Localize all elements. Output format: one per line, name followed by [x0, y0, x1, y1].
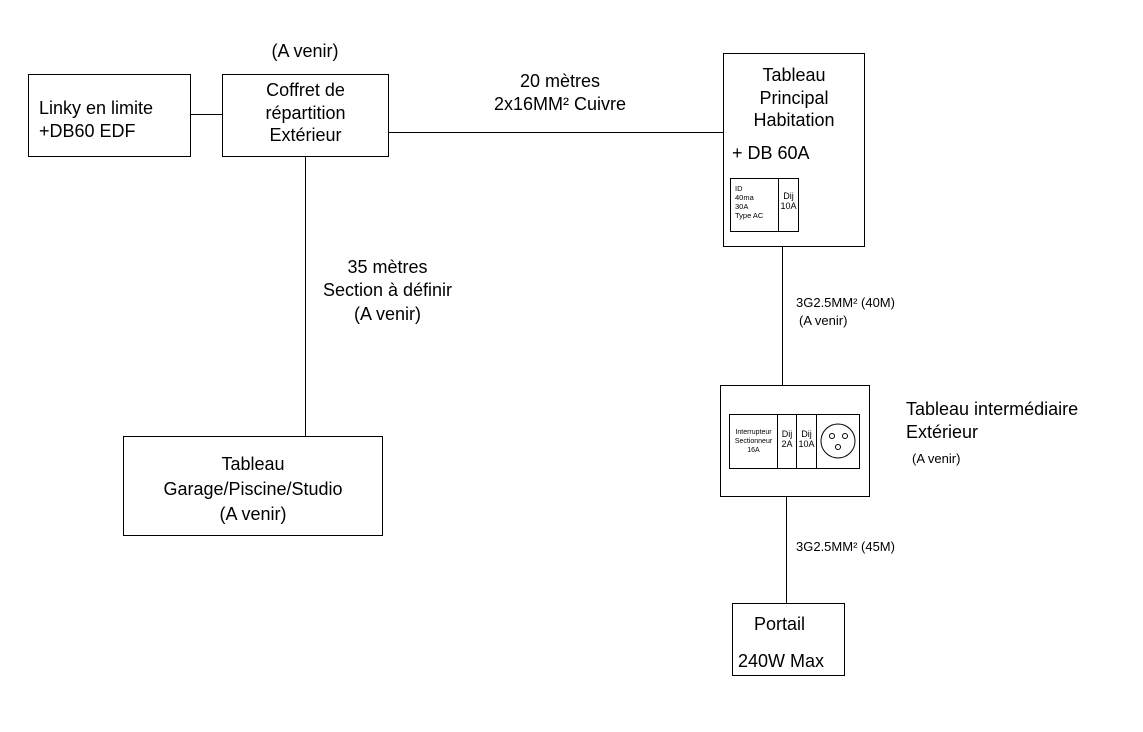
link-linky-coffret	[190, 114, 223, 115]
tableau-intermediaire-box: Interrupteur Sectionneur 16A Dij 2A Dij …	[720, 385, 870, 497]
module-id-line2: 40ma	[735, 193, 754, 202]
coffret-label-line3: Extérieur	[269, 125, 342, 145]
coffret-label-line2: répartition	[265, 102, 346, 123]
module-differential-switch: ID 40ma 30A Type AC	[730, 178, 779, 232]
module-dij-line1: Dij	[783, 191, 794, 201]
cable-label-portail: 3G2.5MM² (45M)	[796, 539, 895, 554]
intermediaire-title-line2: Extérieur	[906, 422, 979, 443]
module-id-line1: ID	[735, 184, 743, 193]
module-dij2-line1: Dij	[781, 429, 793, 439]
principal-label-line3: Habitation	[753, 110, 835, 130]
principal-label-line4: + DB 60A	[732, 143, 810, 163]
cable-label-garage-line2: Section à définir	[322, 280, 453, 301]
garage-label-line3: (A venir)	[219, 504, 287, 525]
principal-label-line1: Tableau	[762, 65, 826, 85]
module-dij10-line2: 10A	[798, 439, 815, 450]
intermediaire-title: Tableau intermédiaire Extérieur	[906, 398, 1078, 445]
intermediaire-note: (A venir)	[912, 451, 961, 466]
link-coffret-garage	[305, 156, 306, 437]
module-isolator-switch: Interrupteur Sectionneur 16A	[729, 414, 778, 469]
tableau-principal-box: Tableau Principal Habitation + DB 60A ID…	[723, 53, 865, 247]
module-breaker-10a-ext: Dij 10A	[796, 414, 817, 469]
garage-label-line1: Tableau	[221, 454, 285, 474]
coffret-note: (A venir)	[271, 41, 339, 61]
cable-label-intermediaire-line1: 3G2.5MM² (40M)	[796, 295, 895, 310]
portail-box: Portail 240W Max	[732, 603, 845, 676]
intermediaire-title-line1: Tableau intermédiaire	[906, 399, 1079, 419]
cable-label-intermediaire: 3G2.5MM² (40M) (A venir)	[796, 295, 895, 330]
linky-label-line2: +DB60 EDF	[39, 120, 136, 141]
link-intermediaire-portail	[786, 466, 787, 604]
link-principal-intermediaire	[782, 230, 783, 386]
cable-label-garage-line3: (A venir)	[353, 303, 422, 324]
link-coffret-principal	[388, 132, 724, 133]
module-isolator-line1: Interrupteur	[735, 429, 772, 436]
coffret-box: Coffret de répartition Extérieur	[222, 74, 389, 157]
module-dij-line2: 10A	[780, 201, 797, 212]
module-isolator-line3: 16A	[747, 447, 760, 455]
linky-label-line1: Linky en limite	[39, 98, 154, 118]
module-dij10-line1: Dij	[801, 429, 812, 439]
module-breaker-2a: Dij 2A	[777, 414, 797, 469]
cable-label-principal: 20 mètres 2x16MM² Cuivre	[455, 70, 665, 115]
cable-label-principal-line2: 2x16MM² Cuivre	[493, 93, 627, 114]
module-dij2-line2: 2A	[781, 439, 793, 450]
cable-label-intermediaire-line2: (A venir)	[799, 313, 848, 329]
linky-box: Linky en limite +DB60 EDF	[28, 74, 191, 157]
cable-label-garage-line1: 35 mètres	[347, 257, 428, 277]
portail-label-line1: Portail	[754, 614, 806, 634]
tableau-garage-box: Tableau Garage/Piscine/Studio (A venir)	[123, 436, 383, 536]
cable-label-garage: 35 mètres Section à définir (A venir)	[300, 256, 475, 326]
module-breaker-10a: Dij 10A	[778, 178, 799, 232]
coffret-label-line1: Coffret de	[266, 80, 345, 100]
garage-label-line2: Garage/Piscine/Studio	[163, 479, 343, 500]
portail-label-line2: 240W Max	[738, 651, 825, 671]
module-id-line4: Type AC	[735, 211, 764, 220]
module-id-line3: 30A	[735, 202, 749, 211]
cable-label-principal-line1: 20 mètres	[519, 71, 601, 91]
module-socket	[816, 414, 860, 469]
module-isolator-line2: Sectionneur	[734, 438, 773, 446]
socket-outlet-icon	[820, 423, 856, 459]
principal-label-line2: Principal	[759, 87, 829, 108]
